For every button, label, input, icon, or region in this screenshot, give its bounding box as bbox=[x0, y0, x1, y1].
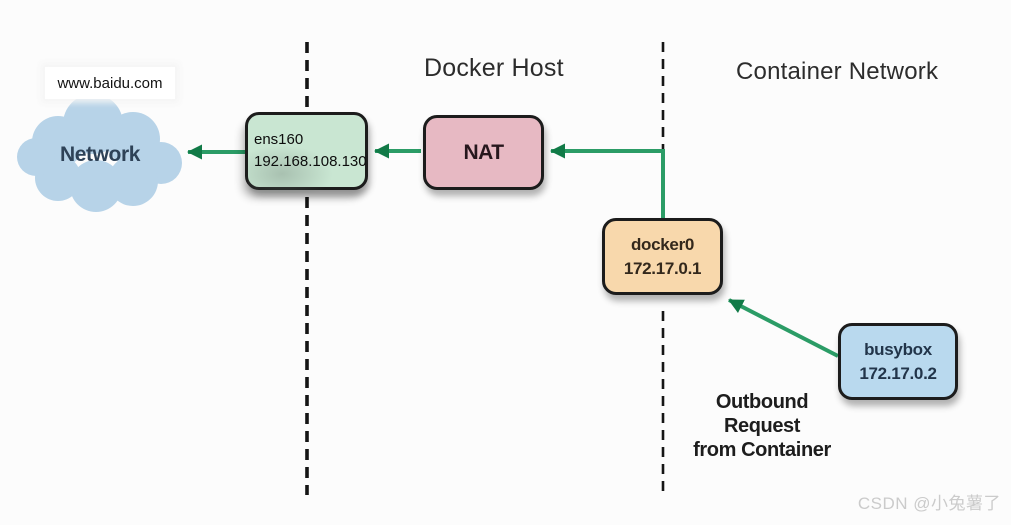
baidu-url-caption: www.baidu.com bbox=[45, 67, 175, 99]
csdn-watermark: CSDN @小兔薯了 bbox=[857, 494, 1001, 513]
ens160-ip: 192.168.108.130 bbox=[254, 153, 367, 170]
ens160-name: ens160 bbox=[254, 131, 304, 148]
arrow-busybox-to-docker0 bbox=[728, 298, 839, 358]
network-cloud-label: Network bbox=[59, 143, 141, 166]
node-busybox: busybox 172.17.0.2 bbox=[838, 323, 958, 400]
nat-label: NAT bbox=[463, 140, 504, 164]
docker-host-title: Docker Host bbox=[424, 54, 564, 82]
annotation-line: Request bbox=[723, 415, 801, 437]
traffic-arrows bbox=[187, 143, 839, 358]
container-network-title: Container Network bbox=[736, 58, 939, 85]
annotation-line: from Container bbox=[693, 439, 831, 461]
edit-smudge bbox=[248, 145, 333, 193]
docker0-name: docker0 bbox=[630, 234, 695, 254]
annotation-line: Outbound bbox=[715, 391, 809, 413]
node-nat: NAT bbox=[423, 115, 544, 190]
docker0-ip: 172.17.0.1 bbox=[623, 258, 702, 278]
network-cloud-shape bbox=[17, 94, 182, 212]
busybox-name: busybox bbox=[864, 339, 932, 359]
outbound-request-annotation: Outbound Request from Container bbox=[682, 390, 842, 462]
node-docker0: docker0 172.17.0.1 bbox=[602, 218, 723, 295]
node-ens160: ens160 192.168.108.130 bbox=[245, 112, 368, 193]
busybox-ip: 172.17.0.2 bbox=[859, 363, 937, 383]
